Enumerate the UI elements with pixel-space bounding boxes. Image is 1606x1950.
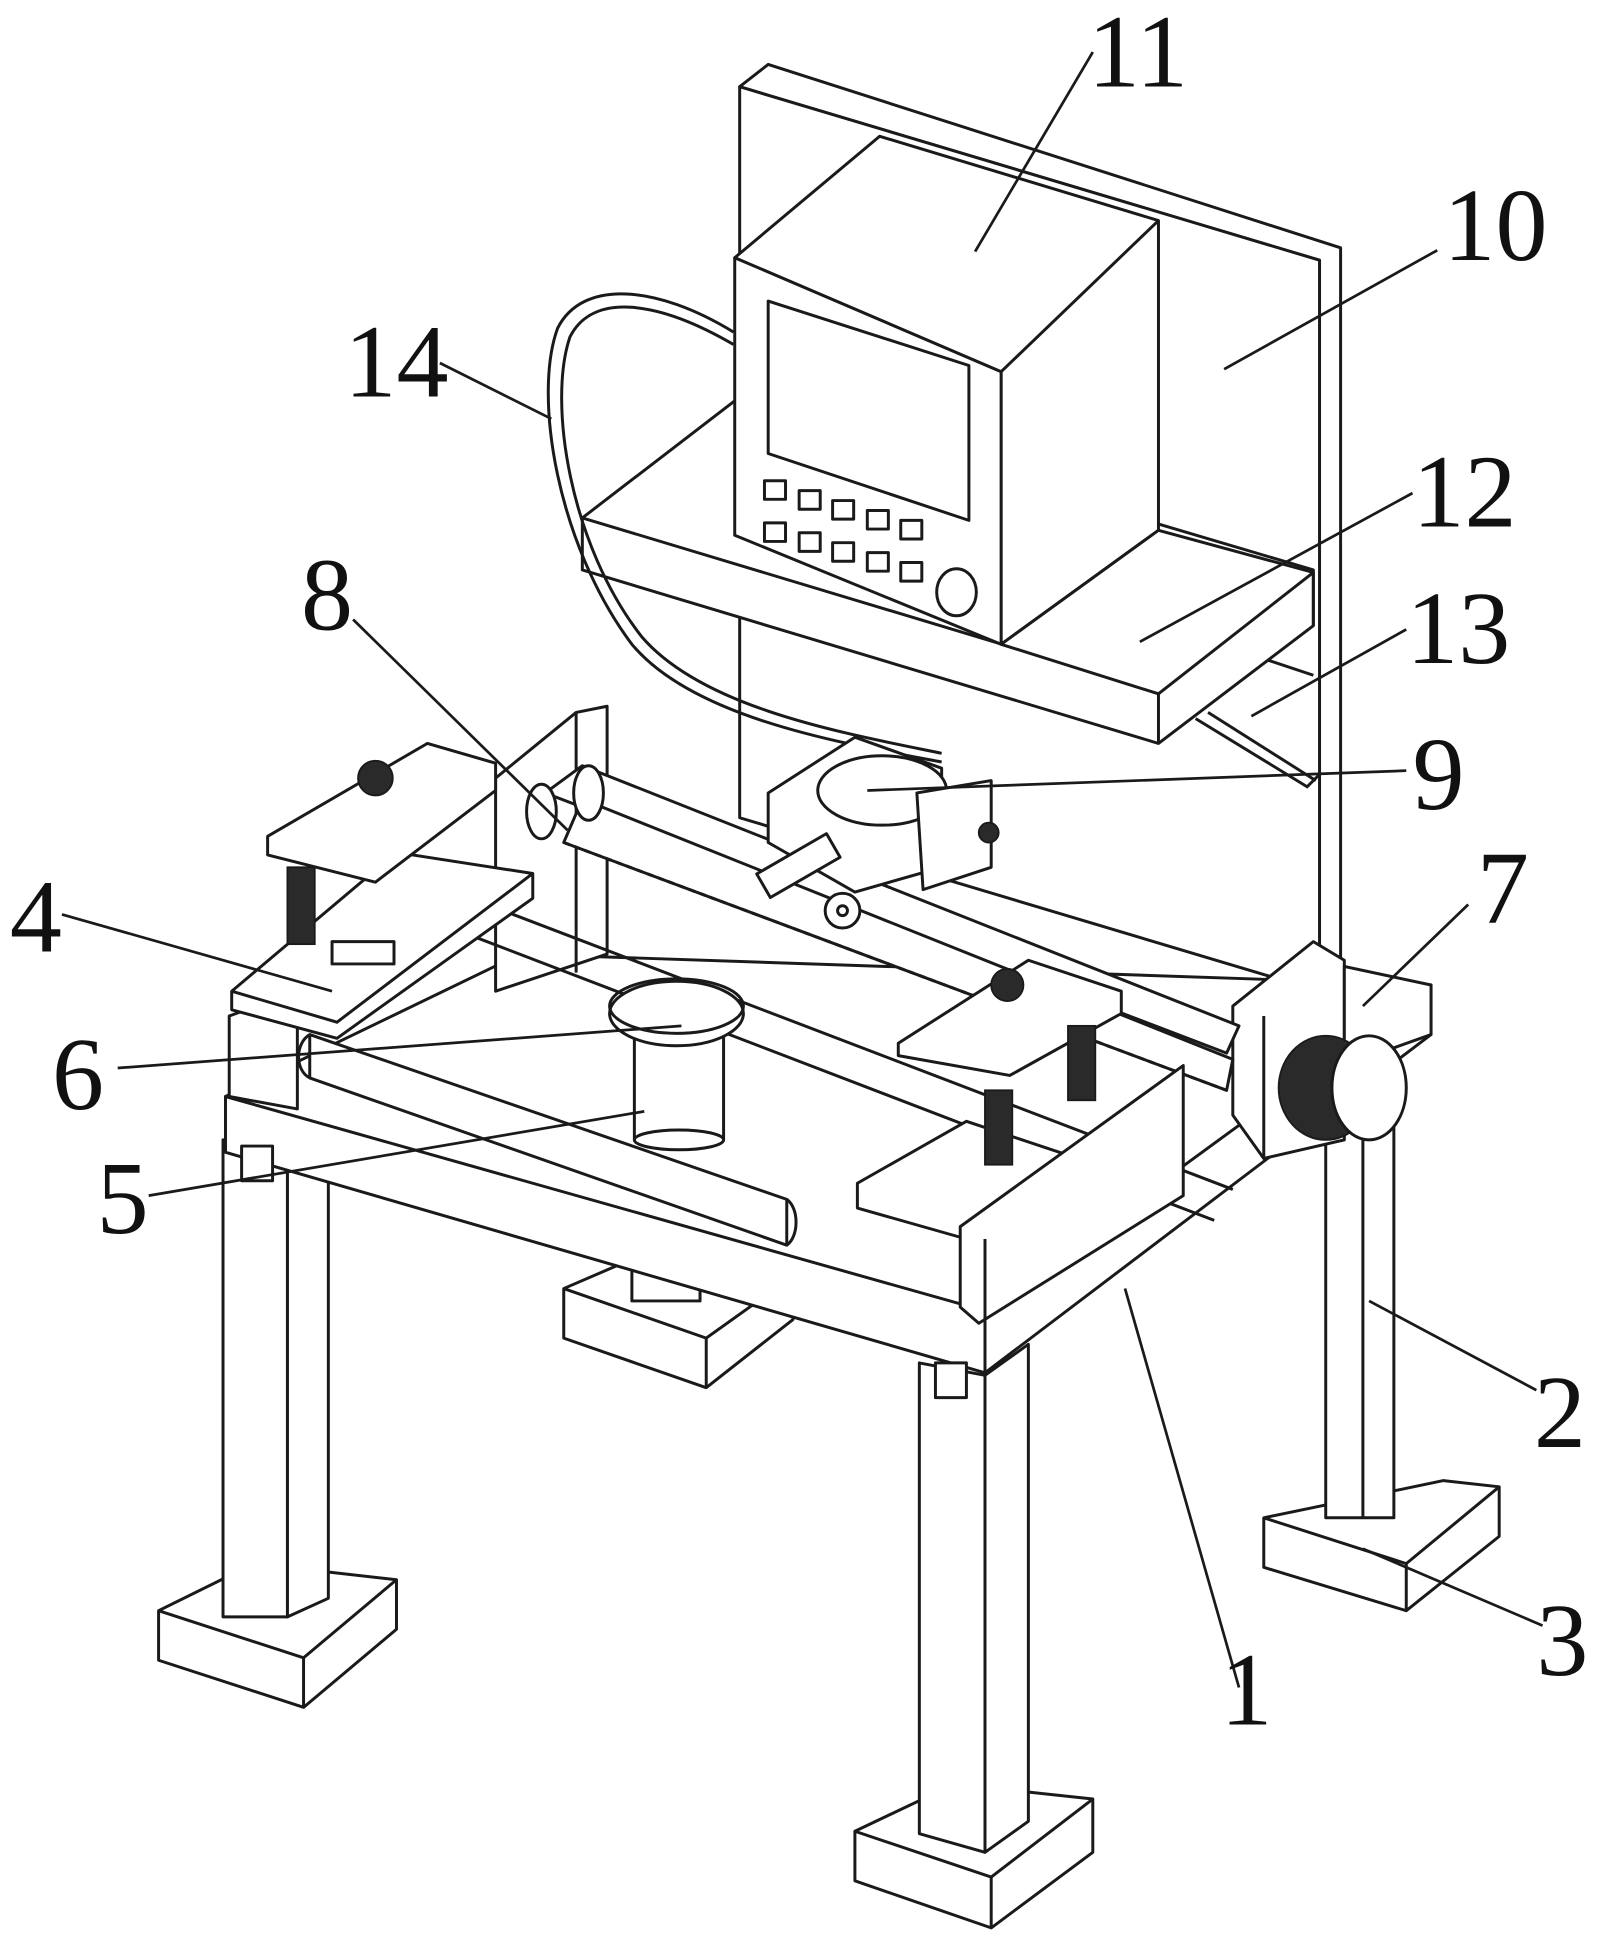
- leg-front-center: [853, 1342, 1095, 1930]
- label-9: 9: [1412, 716, 1464, 832]
- leg-back-right: [1262, 1113, 1501, 1613]
- leg-front-left: [157, 1119, 398, 1709]
- label-7: 7: [1477, 830, 1529, 946]
- cylinder-cap: [608, 979, 745, 1048]
- label-12: 12: [1412, 434, 1516, 550]
- carriage-screw: [977, 821, 1000, 844]
- clamp-plate-right: [855, 958, 1185, 1325]
- label-3: 3: [1536, 1582, 1588, 1698]
- control-box: [733, 134, 1315, 696]
- label-11: 11: [1088, 0, 1188, 110]
- rail-support-block: [1231, 940, 1433, 1160]
- label-6: 6: [52, 1016, 104, 1132]
- label-4: 4: [10, 859, 62, 975]
- label-1: 1: [1220, 1632, 1272, 1748]
- control-knob: [935, 567, 978, 618]
- label-10: 10: [1443, 167, 1547, 283]
- keypad-buttons: [762, 479, 924, 583]
- label-2: 2: [1534, 1354, 1586, 1470]
- label-8: 8: [301, 536, 353, 652]
- leader-lines: [61, 51, 1544, 1688]
- display-screen: [766, 299, 971, 522]
- cable: [546, 292, 942, 764]
- label-14: 14: [344, 303, 448, 419]
- label-5: 5: [97, 1140, 149, 1256]
- lower-roller: [297, 1033, 798, 1247]
- reference-labels: 1 2 3 4 5 6 7 8 9 10 11 12 13 14: [10, 0, 1588, 1748]
- sliding-carriage: [755, 735, 1000, 930]
- label-13: 13: [1406, 570, 1510, 686]
- clamp-plate-left: [230, 741, 535, 1040]
